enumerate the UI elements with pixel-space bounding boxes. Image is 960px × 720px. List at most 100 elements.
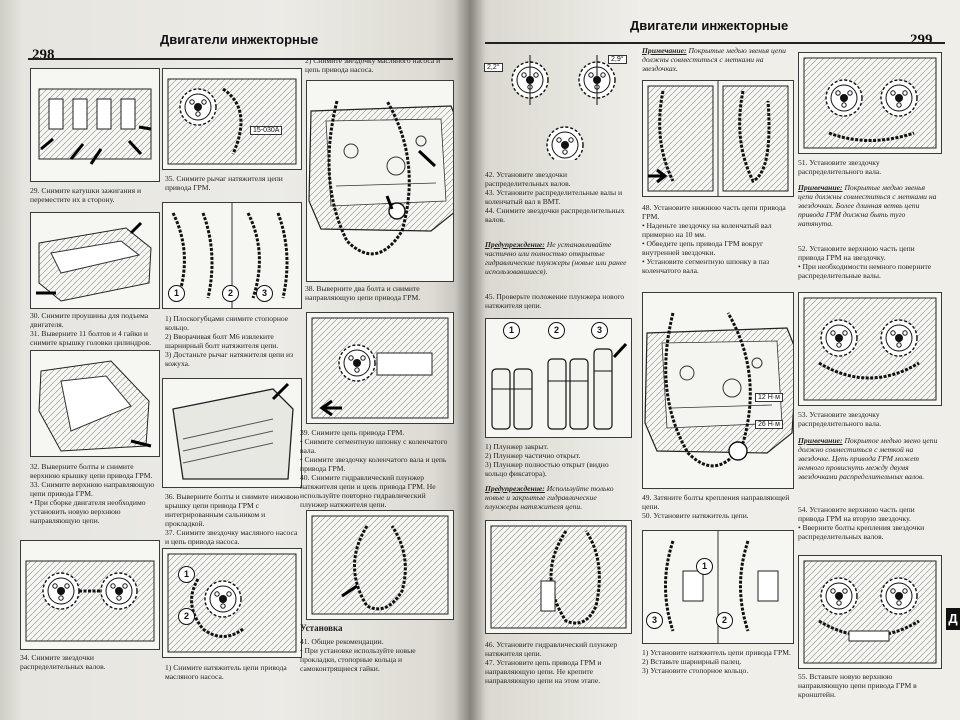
caption-step-36-37: 36. Выверните болты и снимите нижнюю кры… — [165, 492, 300, 546]
caption-step-39-40: 39. Снимите цепь привода ГРМ. • Снимите … — [300, 428, 448, 509]
oil-pump-illustration — [167, 553, 297, 653]
callout-1: 1 — [503, 322, 520, 339]
warning-2-text: Используйте только новые и закрытые гидр… — [485, 484, 614, 511]
lower-cover-illustration — [172, 382, 294, 480]
engine-front-illustration — [308, 100, 453, 256]
note-3-title: Примечание: — [798, 436, 843, 445]
caption-step-29: 29. Снимите катушки зажигания и перемест… — [30, 186, 142, 204]
caption-step-52: 52. Установите верхнюю часть цепи привод… — [798, 244, 932, 280]
figure-lifting-eyes — [30, 212, 160, 309]
note-top: Примечание: Покрытые медью звенья цепи д… — [642, 46, 790, 73]
engine-torque-illustration — [644, 312, 793, 468]
note-3-text: Покрытое медью звено цепи должно совмест… — [798, 436, 938, 481]
figure-camshaft-sprockets-removal — [20, 540, 160, 650]
note-top-title: Примечание: — [642, 46, 687, 55]
page-header: Двигатели инжекторные — [160, 32, 319, 47]
warning-1-text: Не устанавливайте частично или полностью… — [485, 240, 627, 276]
caption-step-45: 45. Проверьте положение плунжера нового … — [485, 292, 625, 310]
caption-step-45-list: 1) Плунжер закрыт. 2) Плунжер частично о… — [485, 442, 609, 478]
lower-chain-illustration — [647, 81, 789, 196]
figure-oil-pump-sprocket — [162, 548, 302, 658]
crank-sprocket-illustration — [311, 317, 449, 419]
angle-tag-left: 2,2° — [484, 63, 503, 72]
caption-step-49-50: 49. Затяните болты крепления направляюще… — [642, 493, 790, 520]
torque-tag-12: 12 Н·м — [755, 393, 783, 402]
page-number: 299 — [910, 32, 933, 48]
caption-step-30-31: 30. Снимите проушины для подъема двигате… — [30, 311, 152, 347]
page-number: 298 — [32, 47, 55, 63]
torque-tag-26: 26 Н·м — [755, 420, 783, 429]
note-2: Примечание: Покрытые медью звенья цепи д… — [798, 183, 940, 228]
right-page: Двигатели инжекторные 299 2,2° 2,9° 42. … — [470, 0, 960, 720]
callout-2b: 2 — [178, 608, 195, 625]
caption-step-55: 55. Вставьте новую верхнюю направляющую … — [798, 672, 917, 699]
caption-step-54: 54. Установите верхнюю часть цепи привод… — [798, 505, 925, 541]
callout-1b: 1 — [696, 558, 713, 575]
chain-install-illustration — [311, 515, 449, 615]
caption-step-53: 53. Установите звездочку распределительн… — [798, 410, 882, 428]
caption-step-37-2: 2) Снимите звездочку масляного насоса и … — [305, 56, 441, 74]
tensioner-install-illustration — [664, 531, 779, 643]
sprocket-angles-illustration — [511, 55, 616, 160]
callout-2b: 2 — [716, 612, 733, 629]
figure-chain-install — [306, 510, 454, 620]
warning-2: Предупреждение: Используйте только новые… — [485, 484, 630, 511]
figure-code-tag: 15-030A — [250, 126, 283, 135]
cylinder-head-illustration — [36, 221, 152, 302]
page-header: Двигатели инжекторные — [630, 18, 789, 33]
warning-2-title: Предупреждение: — [485, 484, 545, 493]
chain-cover-illustration — [38, 360, 152, 452]
note-top-text: Покрытые медью звенья цепи должны совмес… — [642, 46, 786, 73]
figure-upper-guide — [798, 555, 942, 669]
figure-chain-guide — [306, 80, 454, 282]
angle-tag-right: 2,9° — [608, 55, 627, 64]
warning-1: Предупреждение: Не устанавливайте частич… — [485, 240, 630, 276]
callout-2: 2 — [548, 322, 565, 339]
plunger-install-illustration — [490, 525, 627, 629]
edge-tab: Д — [946, 608, 960, 630]
caption-step-42-44: 42. Установите звездочки распределительн… — [485, 170, 625, 224]
left-page: 298 Двигатели инжекторные 29. Снимите ка… — [0, 0, 470, 720]
note-2-text: Покрытые медью звенья цепи должны совмес… — [798, 183, 937, 228]
callout-3: 3 — [591, 322, 608, 339]
figure-tensioner-lever — [162, 68, 302, 170]
caption-step-34: 34. Снимите звездочки распределительных … — [20, 653, 106, 671]
tensioner-lever-illustration — [167, 78, 297, 165]
caption-step-35: 35. Снимите рычаг натяжителя цепи привод… — [165, 174, 283, 192]
note-2-title: Примечание: — [798, 183, 843, 192]
note-3: Примечание: Покрытое медью звено цепи до… — [798, 436, 940, 481]
warning-1-title: Предупреждение: — [485, 240, 545, 249]
header-rule — [28, 58, 453, 60]
caption-step-51: 51. Установите звездочку распределительн… — [798, 158, 882, 176]
caption-step-32-33: 32. Выверните болты и снимите верхнюю кр… — [30, 462, 155, 525]
callout-3b: 3 — [646, 612, 663, 629]
figure-sprocket-angles — [485, 50, 630, 160]
figure-crank-sprocket — [306, 312, 454, 424]
caption-step-38: 38. Выверните два болта и снимите направ… — [305, 284, 421, 302]
callout-1b: 1 — [178, 566, 195, 583]
plunger-illustration — [491, 342, 628, 430]
section-install-title: Установка — [300, 624, 343, 633]
engine-top-illustration — [38, 88, 152, 165]
caption-step-48: 48. Установите нижнюю часть цепи привода… — [642, 203, 786, 275]
upper-chain-illustration — [803, 297, 937, 401]
figure-lower-chain-cover — [162, 378, 302, 488]
header-rule — [485, 42, 945, 44]
figure-lower-chain-install — [642, 80, 794, 197]
upper-guide-illustration — [803, 560, 937, 664]
camshaft-sprocket-illustration — [803, 57, 937, 149]
figure-camshaft-sprocket-install — [798, 52, 942, 154]
caption-step-50-list: 1) Установите натяжитель цепи привода ГР… — [642, 648, 791, 675]
figure-upper-chain-cover — [30, 350, 160, 457]
callout-3: 3 — [256, 285, 273, 302]
caption-step-46-47: 46. Установите гидравлический плунжер на… — [485, 640, 618, 685]
caption-step-35-list: 1) Плоскогубцами снимите стопорное кольц… — [165, 314, 294, 368]
caption-step-37b: 1) Снимите натяжитель цепи привода масля… — [165, 663, 287, 681]
figure-ignition-coils — [30, 68, 160, 182]
callout-2: 2 — [222, 285, 239, 302]
book-gutter — [455, 0, 485, 720]
caption-step-41: 41. Общие рекомендации. • При установке … — [300, 637, 416, 673]
figure-hydraulic-plunger-install — [485, 520, 632, 634]
callout-1: 1 — [168, 285, 185, 302]
